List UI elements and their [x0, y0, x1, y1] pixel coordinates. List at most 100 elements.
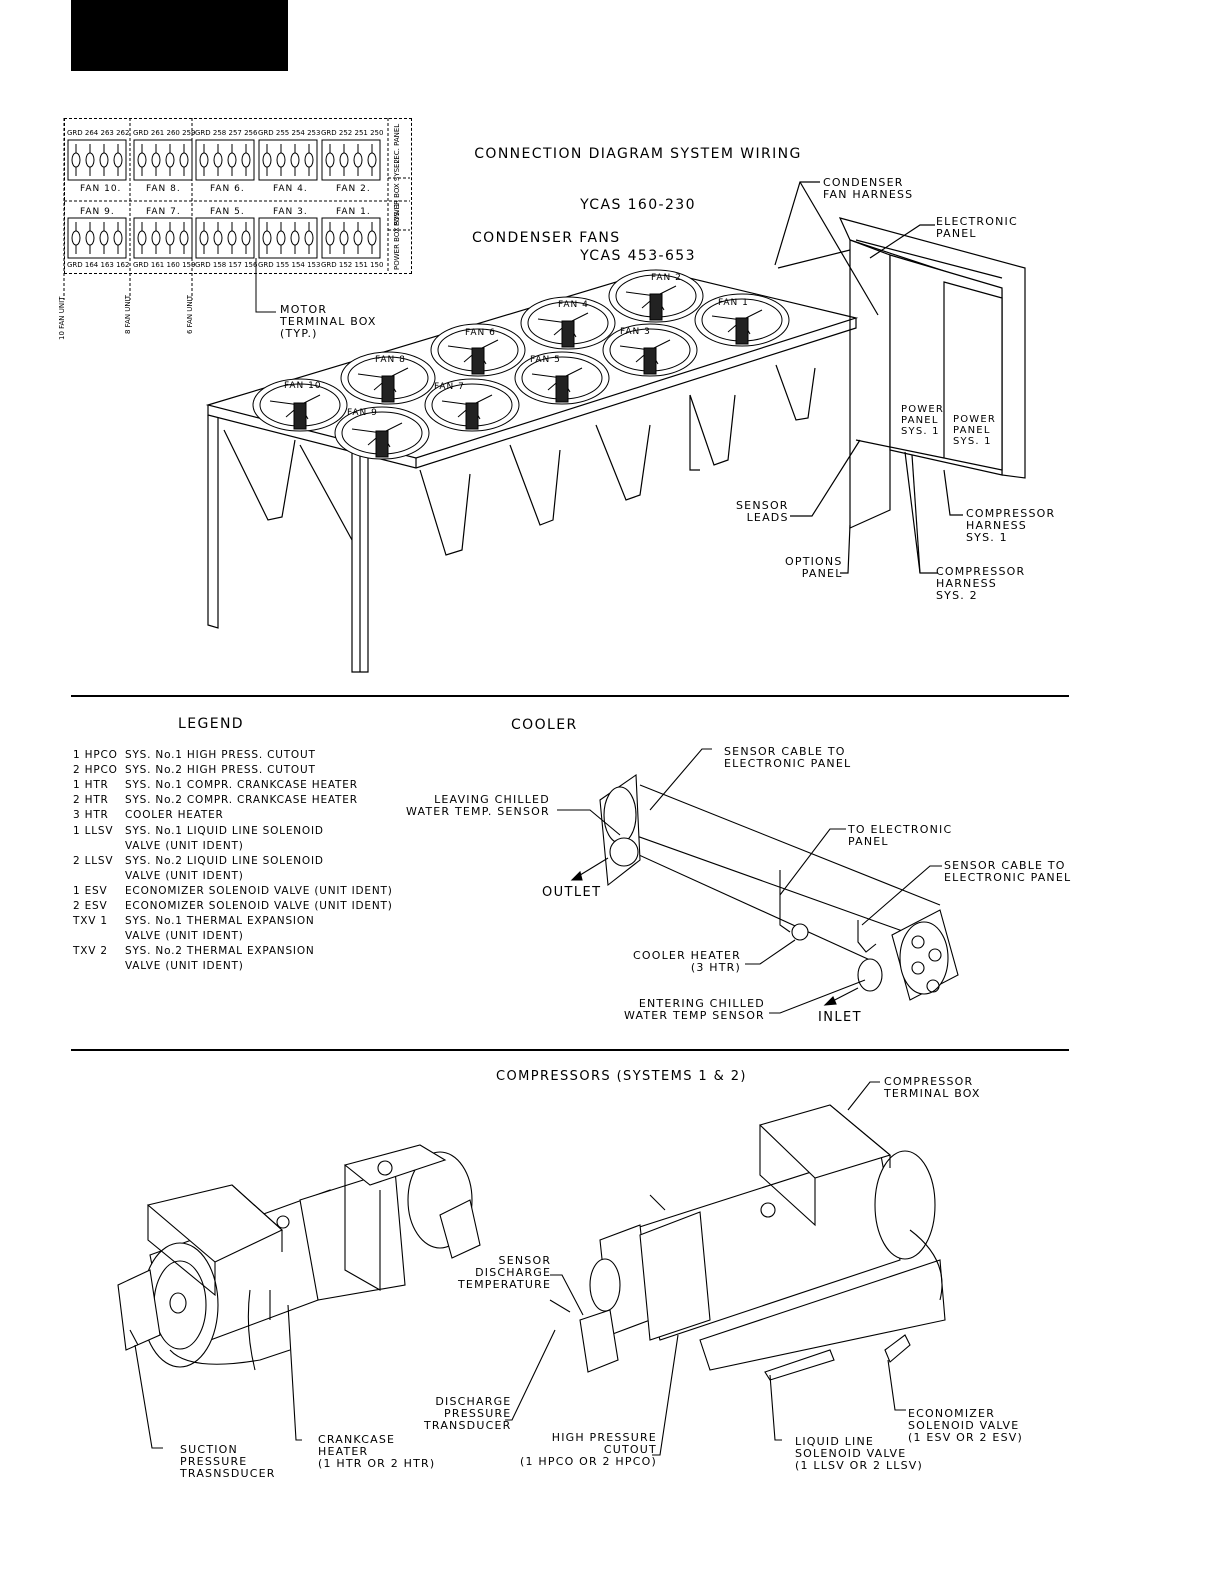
power-panel-sys1b-label: POWER PANEL SYS. 1 — [953, 414, 997, 447]
tb-terminal-label: GRD 258 257 256 — [195, 129, 258, 137]
legend-row: 1 HPCO SYS. No.1 HIGH PRESS. CUTOUT — [73, 748, 316, 763]
legend-text: SYS. No.2 THERMAL EXPANSION — [125, 945, 315, 958]
legend-row: 2 HTR SYS. No.2 COMPR. CRANKCASE HEATER — [73, 793, 358, 808]
liquid-line-solenoid-label: LIQUID LINE SOLENOID VALVE (1 LLSV OR 2 … — [795, 1435, 923, 1472]
high-pressure-cutout-label: HIGH PRESSURE CUTOUT (1 HPCO OR 2 HPCO) — [520, 1431, 657, 1468]
tb-terminal-label: GRD 264 263 262 — [67, 129, 130, 137]
section-divider-1 — [71, 695, 1069, 697]
legend-text: VALVE (UNIT IDENT) — [125, 960, 244, 973]
leaving-sensor-label: LEAVING CHILLED WATER TEMP. SENSOR — [406, 793, 550, 818]
cooler-heading: COOLER — [511, 717, 578, 733]
tb-fan-7: FAN 7. — [146, 207, 181, 217]
tb-fan-4: FAN 4. — [273, 184, 308, 194]
discharge-pressure-transducer-label: DISCHARGE PRESSURE TRANSDUCER — [424, 1395, 512, 1432]
title-line-1: CONNECTION DIAGRAM SYSTEM WIRING — [474, 146, 802, 162]
compressor-harness-sys2-label: COMPRESSOR HARNESS SYS. 2 — [936, 565, 1026, 602]
legend-code: TXV 1 — [73, 915, 108, 928]
legend-text: VALVE (UNIT IDENT) — [125, 869, 244, 882]
legend-text: SYS. No.1 COMPR. CRANKCASE HEATER — [125, 779, 358, 792]
legend-code: 1 HTR — [73, 779, 109, 792]
legend-row: 3 HTR COOLER HEATER — [73, 808, 224, 823]
compressor-terminal-box-label: COMPRESSOR TERMINAL BOX — [884, 1075, 981, 1100]
motor-terminal-block — [258, 139, 318, 181]
inlet-label: INLET — [818, 1010, 862, 1025]
fan-5-label: FAN 5 — [530, 355, 561, 365]
legend-text: SYS. No.2 COMPR. CRANKCASE HEATER — [125, 794, 358, 807]
outlet-label: OUTLET — [542, 885, 602, 900]
compressors-heading: COMPRESSORS (SYSTEMS 1 & 2) — [496, 1069, 747, 1084]
legend-code: 1 HPCO — [73, 749, 118, 761]
sensor-cable-top-label: SENSOR CABLE TO ELECTRONIC PANEL — [724, 745, 852, 770]
legend-text: COOLER HEATER — [125, 809, 224, 822]
condenser-fan — [520, 296, 616, 350]
motor-terminal-block — [67, 217, 127, 259]
fan-1-label: FAN 1 — [718, 298, 749, 308]
condenser-fan — [430, 323, 526, 377]
legend-row: TXV 1 SYS. No.1 THERMAL EXPANSION — [73, 914, 315, 929]
title-line-2: YCAS 160-230 — [580, 197, 696, 213]
condenser-fans-heading: CONDENSER FANS — [472, 230, 621, 246]
legend-code: 2 ESV — [73, 900, 108, 912]
legend-code: 1 ESV — [73, 884, 108, 897]
fan-6-label: FAN 6 — [465, 328, 496, 338]
legend-code: 2 HTR — [73, 794, 109, 807]
tb-terminal-label: GRD 252 251 250 — [321, 129, 384, 137]
legend-code: TXV 2 — [73, 945, 108, 958]
legend-row: 2 ESV ECONOMIZER SOLENOID VALVE (UNIT IDE… — [73, 899, 393, 914]
fan-10-label: FAN 10 — [284, 381, 322, 391]
title-line-3: YCAS 453-653 — [580, 248, 696, 264]
legend-row: VALVE (UNIT IDENT) — [73, 869, 244, 884]
fan-8-label: FAN 8 — [375, 355, 406, 365]
tb-fan-5: FAN 5. — [210, 207, 245, 217]
tb-fan-10: FAN 10. — [80, 184, 122, 194]
condenser-fan — [340, 351, 436, 405]
condenser-fan-harness-label: CONDENSER FAN HARNESS — [823, 176, 914, 201]
cooler-heater-label: COOLER HEATER (3 HTR) — [633, 949, 742, 974]
legend-text: VALVE (UNIT IDENT) — [125, 930, 244, 943]
section-divider-2 — [71, 1049, 1069, 1051]
tb-terminal-label: GRD 261 260 259 — [133, 129, 196, 137]
tb-fan-1: FAN 1. — [336, 207, 371, 217]
tb-fan-3: FAN 3. — [273, 207, 308, 217]
legend-code: 3 HTR — [73, 809, 109, 822]
power-panel-sys1-label: POWER PANEL SYS. 1 — [901, 404, 945, 437]
legend-text: SYS. No.1 THERMAL EXPANSION — [125, 915, 315, 928]
tb-terminal-label: GRD 152 151 150 — [321, 261, 384, 269]
condenser-fan — [252, 378, 348, 432]
condenser-fan — [334, 406, 430, 460]
legend-row: TXV 2 SYS. No.2 THERMAL EXPANSION — [73, 944, 315, 959]
crankcase-heater-label: CRANKCASE HEATER (1 HTR OR 2 HTR) — [318, 1433, 436, 1470]
motor-terminal-block — [258, 217, 318, 259]
condenser-fan — [424, 378, 520, 432]
tb-terminal-label: GRD 155 154 153 — [258, 261, 321, 269]
tb-terminal-label: GRD 164 163 162 — [67, 261, 130, 269]
legend-code: 2 HPCO — [73, 764, 118, 777]
legend-text: SYS. No.1 LIQUID LINE SOLENOID — [125, 824, 324, 837]
motor-terminal-block — [195, 139, 255, 181]
tb-terminal-label: GRD 161 160 159 — [133, 261, 196, 269]
legend-text: ECONOMIZER SOLENOID VALVE (UNIT IDENT) — [125, 900, 393, 912]
legend-heading: LEGEND — [178, 716, 244, 732]
fan-9-label: FAN 9 — [347, 408, 378, 418]
compressor-harness-sys1-label: COMPRESSOR HARNESS SYS. 1 — [966, 507, 1056, 544]
legend-row: VALVE (UNIT IDENT) — [73, 959, 244, 974]
sensor-leads-label: SENSOR LEADS — [736, 499, 789, 524]
legend-text: SYS. No.1 HIGH PRESS. CUTOUT — [125, 749, 316, 761]
sensor-discharge-temp-label: SENSOR DISCHARGE TEMPERATURE — [458, 1254, 552, 1291]
legend-code: 2 LLSV — [73, 854, 114, 867]
motor-terminal-block — [321, 217, 381, 259]
legend-text: VALVE (UNIT IDENT) — [125, 839, 244, 852]
motor-terminal-block — [67, 139, 127, 181]
economizer-solenoid-label: ECONOMIZER SOLENOID VALVE (1 ESV OR 2 ES… — [908, 1407, 1023, 1444]
tb-terminal-label: GRD 255 254 253 — [258, 129, 321, 137]
motor-terminal-box-label: MOTOR TERMINAL BOX (TYP.) — [280, 303, 377, 340]
condenser-fan — [608, 269, 704, 323]
